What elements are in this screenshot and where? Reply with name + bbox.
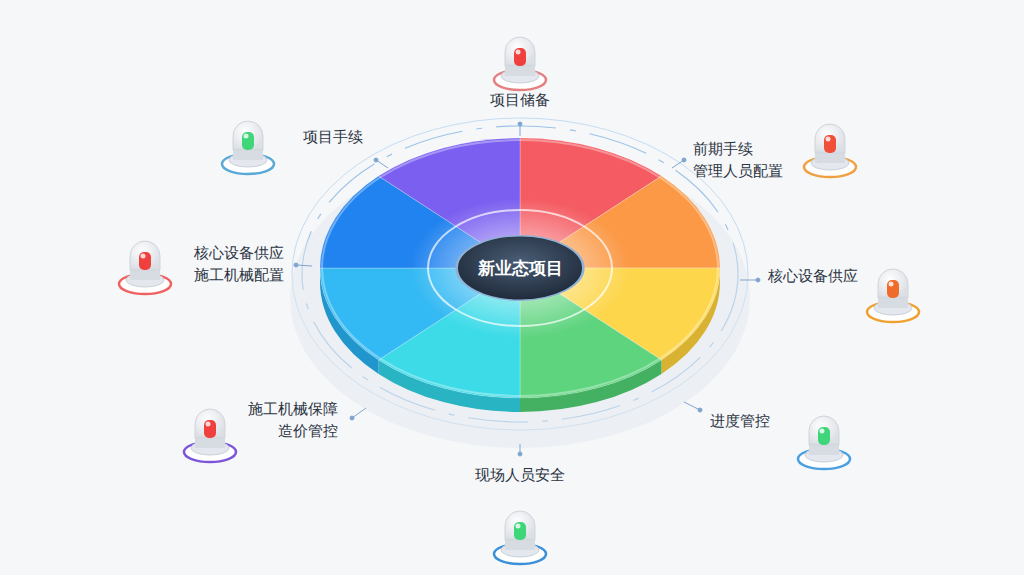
stage-label: 核心设备供应 施工机械配置 — [179, 242, 284, 286]
stage-label: 施工机械保障 造价管控 — [233, 398, 338, 442]
stage-label: 项目手续 — [303, 126, 408, 148]
stage-label: 项目储备 — [468, 89, 573, 111]
center-hub: 新业态项目 — [454, 233, 586, 303]
stage-label: 进度管控 — [710, 410, 815, 432]
stage-label: 前期手续 管理人员配置 — [693, 138, 798, 182]
stage-label: 现场人员安全 — [468, 464, 573, 486]
hub-title: 新业态项目 — [478, 257, 563, 280]
stage-label: 核心设备供应 — [768, 265, 873, 287]
